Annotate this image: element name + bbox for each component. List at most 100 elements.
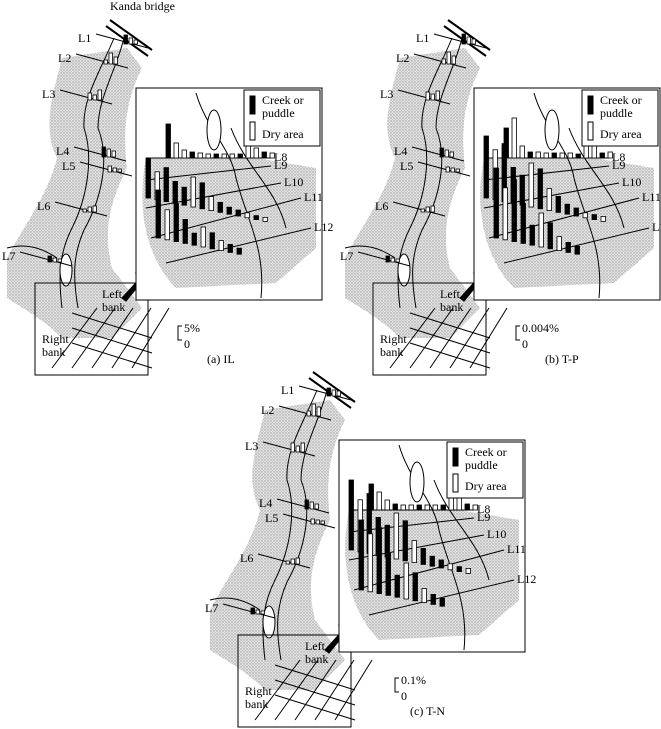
transect-label: L3 (380, 87, 393, 101)
inset-transect-label: L10 (284, 175, 303, 189)
transect-label: L1 (78, 31, 91, 45)
inset-bar (164, 209, 170, 241)
legend-box (243, 89, 321, 147)
inset-creek (433, 479, 490, 581)
inset-bar (253, 147, 259, 159)
inset-bar (582, 212, 588, 219)
inset-bar (556, 236, 562, 252)
transect-bar (87, 206, 92, 213)
transect-line (257, 553, 311, 569)
inset-bar (564, 203, 570, 215)
transect-bar (425, 91, 430, 101)
transect-bar (290, 558, 295, 565)
inset-bar (235, 209, 241, 217)
transect-label: L2 (396, 51, 409, 65)
transect-line (75, 53, 129, 69)
inset-bar (191, 232, 197, 246)
inset-bar (493, 167, 499, 239)
transect-line (397, 89, 451, 105)
grid-line (274, 659, 319, 721)
inset-bar (502, 187, 508, 241)
transect-label: L3 (42, 87, 55, 101)
inset-bar (173, 142, 179, 159)
transect-bar (471, 38, 476, 45)
transect-line (278, 405, 332, 421)
inset-bar (483, 135, 489, 199)
inset-bar (155, 189, 161, 239)
inset-bar (269, 152, 275, 159)
inset-transect-line (368, 579, 515, 616)
inset-transect-label: L8 (612, 150, 625, 164)
inset-bar (447, 563, 453, 571)
scale-top-label: 0.1% (401, 673, 426, 687)
transect-bar (314, 503, 319, 510)
inset-bar (348, 479, 354, 551)
river-island (397, 253, 411, 287)
transect-bar (425, 206, 430, 213)
transect-bar (113, 56, 118, 65)
transect-bar (295, 557, 300, 565)
transect-bar (390, 257, 395, 263)
transect-line (79, 161, 133, 177)
transect-bar (430, 205, 435, 213)
inset-bar (432, 504, 438, 511)
inset-bar (416, 504, 422, 511)
transect-bar (107, 165, 112, 173)
transect-line (411, 146, 465, 162)
transect-bar (466, 36, 471, 45)
inset-bar (456, 566, 462, 572)
inset-bar (465, 568, 471, 574)
inset-island (409, 461, 425, 503)
inset-bar (384, 499, 390, 511)
inset-bar (408, 504, 414, 511)
inset-bar (384, 524, 390, 558)
panel-caption: (b) T-P (545, 352, 579, 366)
transect-bar (255, 609, 260, 615)
inset-bar (535, 151, 541, 159)
transect-label: L7 (2, 249, 15, 263)
transect-line (282, 513, 336, 529)
transect-label: L4 (394, 144, 407, 158)
inset-transect-label: L11 (304, 190, 323, 204)
inset-bar (145, 157, 151, 199)
transect-line (95, 33, 149, 49)
inset-bar (464, 503, 470, 511)
transect-bar (117, 168, 122, 173)
transect-line (413, 53, 467, 69)
inset-bar (546, 188, 552, 212)
legend-swatch-dry (249, 121, 256, 141)
transect-bar (250, 607, 255, 615)
transect-line (276, 498, 330, 514)
legend-swatch-dry (587, 121, 594, 141)
inset-bar (221, 153, 227, 159)
inset-bar (393, 512, 399, 560)
inset-bar (163, 167, 169, 203)
inset-bar (392, 503, 398, 511)
legend-box (581, 89, 659, 147)
inset-bar (218, 240, 224, 252)
inset-bar (420, 548, 426, 565)
panel-caption: (c) T-N (410, 704, 445, 718)
inset-bar (555, 195, 561, 213)
transect-bar (315, 519, 320, 525)
inset-bar (253, 215, 259, 221)
transect-label: L6 (375, 199, 388, 213)
river-bank-right (74, 37, 125, 309)
scale-top-label: 5% (184, 321, 200, 335)
transect-label: L7 (205, 601, 218, 615)
transect-bar (444, 149, 449, 158)
inset-bar (173, 203, 179, 243)
inset-bar (537, 168, 543, 210)
inset-bar (181, 149, 187, 159)
transect-line (262, 441, 316, 457)
inset-bar (573, 207, 579, 217)
transect-line (59, 89, 113, 105)
inset-transect-label: L9 (477, 510, 490, 524)
transect-bar (446, 51, 451, 65)
inset-bar (403, 562, 409, 600)
